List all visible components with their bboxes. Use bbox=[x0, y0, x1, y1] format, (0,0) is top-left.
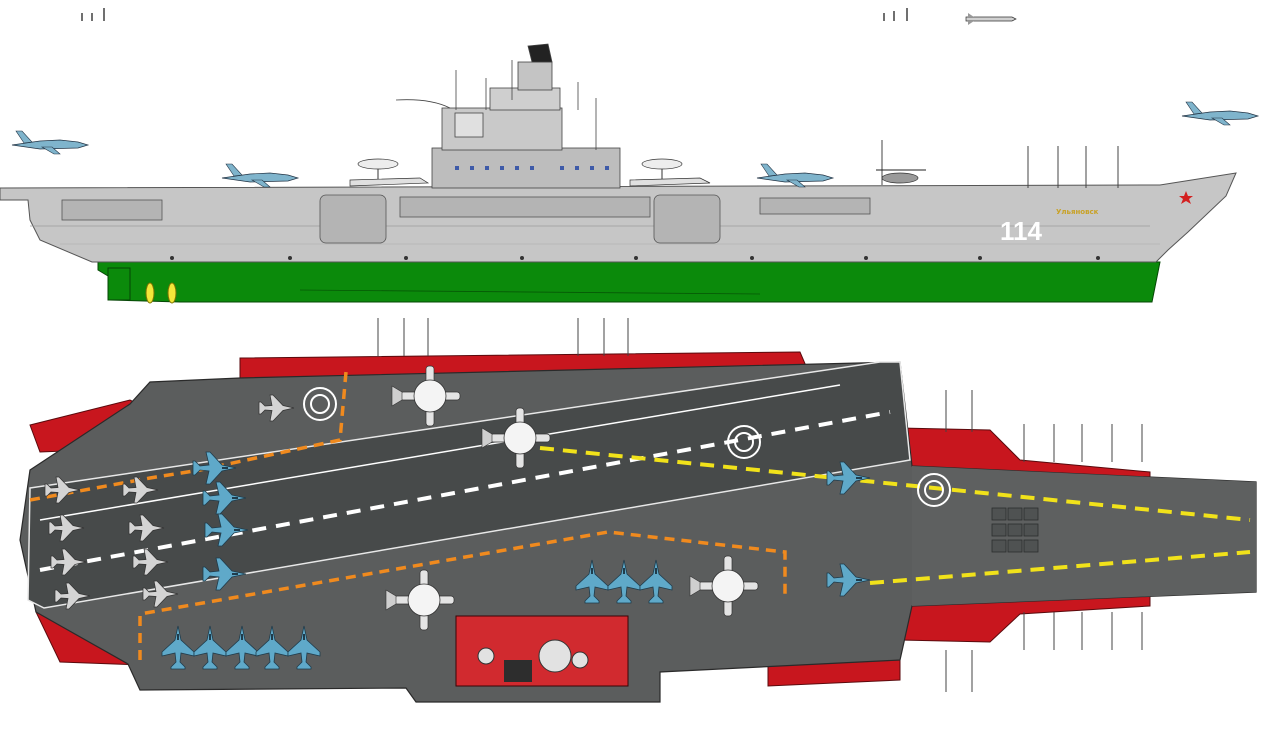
elevator-openings bbox=[61, 194, 871, 244]
landing-line bbox=[539, 446, 1251, 522]
carrier-flight-deck-icon bbox=[19, 318, 1257, 703]
top-markers-left bbox=[81, 8, 908, 21]
ship-name: Ульяновск bbox=[1056, 208, 1099, 216]
runway-centerline bbox=[39, 410, 891, 572]
awacs-aircraft-icon bbox=[629, 158, 711, 187]
missile-icon bbox=[965, 13, 1017, 25]
side-antennas bbox=[377, 318, 1143, 692]
carrier-side-profile-icon: 114 Ульяновск bbox=[0, 8, 1259, 304]
hull-number: 114 bbox=[1000, 216, 1042, 246]
hull-side bbox=[0, 172, 1237, 263]
fighter-jet-icon bbox=[1181, 101, 1259, 126]
fighter-jet-icon bbox=[11, 130, 89, 155]
helicopter-icon bbox=[876, 169, 926, 184]
portholes bbox=[170, 256, 1100, 260]
antenna-masts bbox=[881, 140, 1119, 188]
propeller-icon bbox=[145, 282, 155, 304]
landing-line bbox=[869, 550, 1251, 585]
propeller-icon bbox=[167, 282, 177, 304]
rudder bbox=[107, 267, 131, 301]
island-superstructure bbox=[395, 43, 621, 189]
island-top bbox=[455, 615, 629, 687]
underwater-hull bbox=[97, 261, 1161, 303]
window-row bbox=[455, 166, 609, 170]
red-star-icon bbox=[1179, 191, 1193, 204]
angled-runway bbox=[27, 361, 911, 609]
fighter-jet-icon bbox=[756, 163, 834, 188]
awacs-aircraft-icon bbox=[349, 158, 430, 187]
runway-centerline bbox=[39, 384, 841, 521]
helipad-markers bbox=[303, 387, 951, 507]
bow-deck bbox=[912, 466, 1256, 606]
fighter-jet-icon bbox=[221, 163, 299, 188]
bow-grid bbox=[991, 507, 1039, 553]
